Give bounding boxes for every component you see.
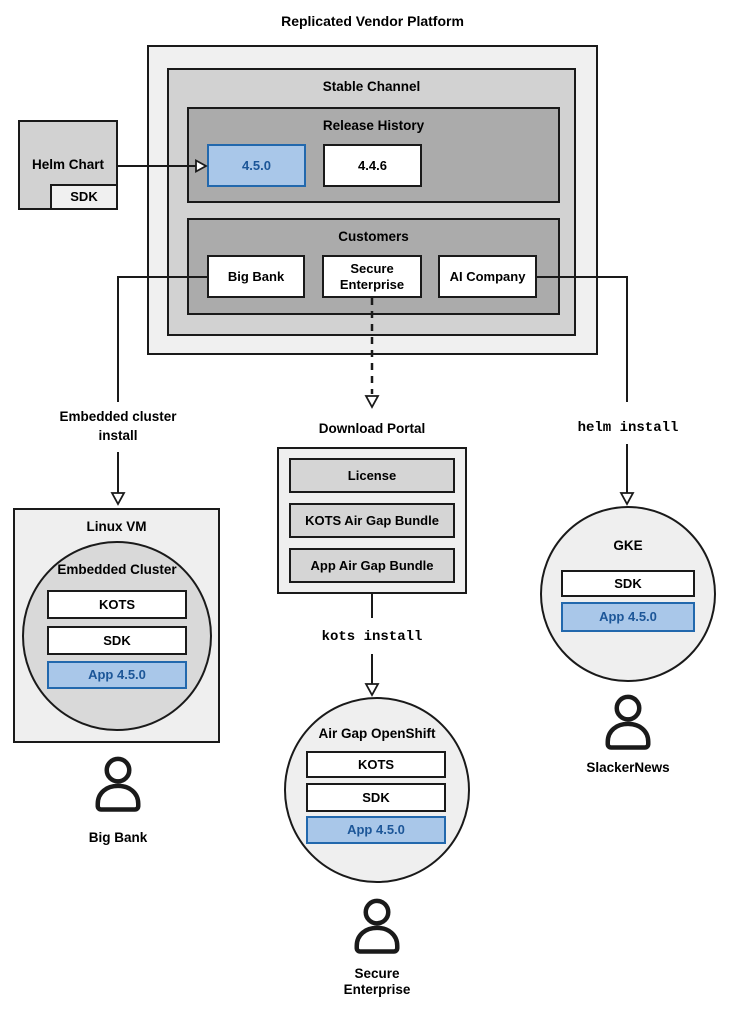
portal-kots-bundle-box: KOTS Air Gap Bundle [289,503,455,538]
release-history-label: Release History [322,118,425,133]
customer-big-bank: Big Bank [207,255,305,298]
customer-ai-company-label: AI Company [449,268,526,284]
embedded-sdk-box: SDK [47,626,187,655]
kots-install-label: kots install [321,629,423,645]
airgap-kots-label: KOTS [357,756,395,772]
slackernews-user-label: SlackerNews [586,760,670,775]
embedded-kots-label: KOTS [98,596,136,612]
helm-chart-label: Helm Chart [31,157,104,172]
secure-enterprise-user-icon [354,898,400,954]
slackernews-user-icon [605,694,651,750]
release-4-4-6-label: 4.4.6 [358,157,387,173]
release-4-5-0-label: 4.5.0 [242,157,271,173]
airgap-app-box: App 4.5.0 [306,816,446,844]
embedded-app-box: App 4.5.0 [47,661,187,689]
airgap-kots-box: KOTS [306,751,446,778]
portal-app-bundle-label: App Air Gap Bundle [310,557,434,573]
embedded-kots-box: KOTS [47,590,187,619]
customer-big-bank-label: Big Bank [227,268,285,284]
embedded-sdk-label: SDK [103,632,131,648]
release-4-5-0: 4.5.0 [207,144,306,187]
gke-label: GKE [613,538,643,553]
gke-sdk-box: SDK [561,570,695,597]
customer-secure-enterprise: Secure Enterprise [322,255,422,298]
airgap-app-label: App 4.5.0 [347,822,405,838]
big-bank-user-icon [95,756,141,812]
helm-install-label: helm install [577,420,679,436]
download-portal-label: Download Portal [318,421,426,436]
airgap-openshift-label: Air Gap OpenShift [318,726,436,741]
gke-app-box: App 4.5.0 [561,602,695,632]
customers-label: Customers [338,229,409,244]
gke-app-label: App 4.5.0 [599,609,657,625]
airgap-sdk-box: SDK [306,783,446,812]
stable-channel-label: Stable Channel [322,79,421,94]
gke-sdk-label: SDK [614,575,642,591]
portal-app-bundle-box: App Air Gap Bundle [289,548,455,583]
helm-chart-sdk-box: SDK [50,184,118,210]
secure-enterprise-user-label: Secure Enterprise [343,966,411,997]
airgap-sdk-label: SDK [362,789,390,805]
linux-vm-label: Linux VM [86,519,147,534]
customer-secure-enterprise-label: Secure Enterprise [339,261,405,292]
diagram-title: Replicated Vendor Platform [281,13,464,29]
portal-license-box: License [289,458,455,493]
big-bank-user-label: Big Bank [88,830,148,845]
customer-ai-company: AI Company [438,255,537,298]
embedded-cluster-install-label: Embedded cluster install [59,409,177,443]
release-4-4-6: 4.4.6 [323,144,422,187]
embedded-app-label: App 4.5.0 [88,667,146,683]
helm-chart-sdk-label: SDK [70,189,98,205]
portal-kots-bundle-label: KOTS Air Gap Bundle [305,512,439,528]
embedded-cluster-label: Embedded Cluster [57,562,177,577]
portal-license-label: License [347,467,397,483]
